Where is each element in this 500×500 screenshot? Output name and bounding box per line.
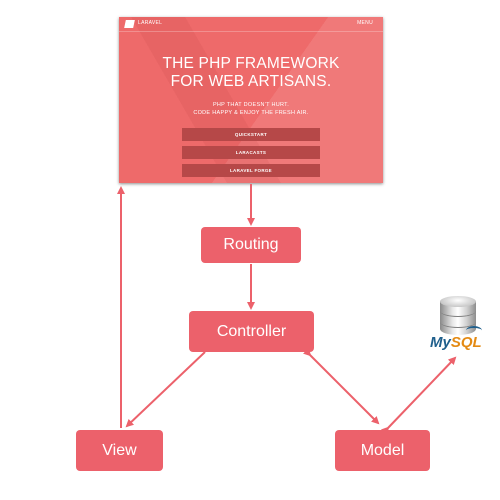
view-node: View (76, 430, 163, 471)
arrow-controller-to-view (125, 351, 206, 428)
screenshot-top-bar: LARAVEL MENU (119, 17, 383, 32)
cylinder-ring (440, 310, 476, 317)
mysql-label-my: My (430, 334, 451, 351)
laravel-homepage-screenshot: LARAVEL MENU THE PHP FRAMEWORK FOR WEB A… (119, 17, 383, 183)
headline-line-1: THE PHP FRAMEWORK (162, 55, 340, 72)
cylinder-top (440, 296, 476, 307)
laracasts-button[interactable]: LARACASTS (182, 146, 320, 159)
mysql-dolphin-icon (466, 326, 482, 335)
logo-text: LARAVEL (138, 20, 163, 26)
menu-link[interactable]: MENU (357, 20, 373, 26)
model-node: Model (335, 430, 430, 471)
subheadline-line-1: PHP THAT DOESN'T HURT. (212, 102, 290, 108)
screenshot-headline: THE PHP FRAMEWORK FOR WEB ARTISANS. (119, 55, 383, 91)
headline-line-2: FOR WEB ARTISANS. (170, 73, 332, 90)
screenshot-subheadline: PHP THAT DOESN'T HURT. CODE HAPPY & ENJO… (119, 101, 383, 117)
mysql-logo-text: MySQL (430, 332, 488, 354)
routing-node: Routing (201, 227, 301, 263)
arrow-controller-to-model (302, 347, 380, 425)
arrow-model-to-mysql (380, 356, 457, 436)
cylinder-ring (440, 321, 476, 328)
controller-node: Controller (189, 311, 314, 352)
mysql-label-sql: SQL (450, 334, 482, 351)
mysql-database-icon: MySQL (430, 293, 488, 355)
subheadline-line-2: CODE HAPPY & ENJOY THE FRESH AIR. (193, 110, 309, 116)
laravel-forge-button[interactable]: LARAVEL FORGE (182, 164, 320, 177)
quickstart-button[interactable]: QUICKSTART (182, 128, 320, 141)
